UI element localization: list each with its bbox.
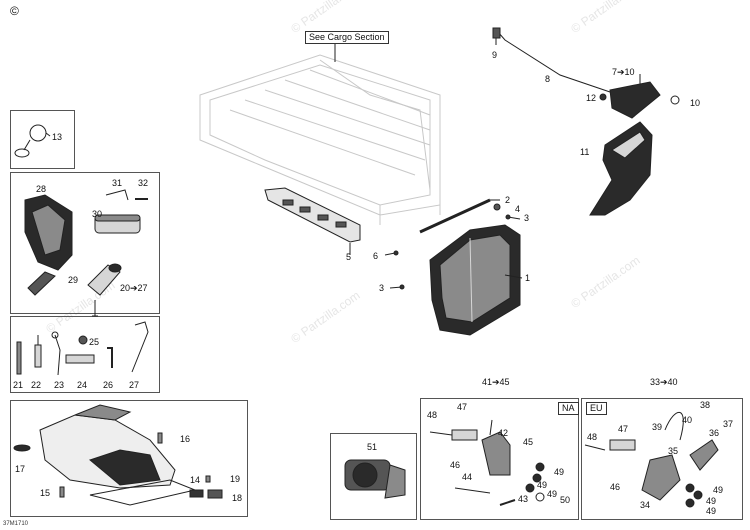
part-label-45[interactable]: 45 [523,437,534,447]
part-label-49[interactable]: 49 [537,480,548,490]
part-label-46[interactable]: 46 [610,482,621,492]
part-label-41-45[interactable]: 41➔45 [482,377,510,387]
part-label-1[interactable]: 1 [525,273,531,283]
part-label-49[interactable]: 49 [547,489,558,499]
part-label-38[interactable]: 38 [700,400,711,410]
part-label-49[interactable]: 49 [554,467,565,477]
part-label-14[interactable]: 14 [190,475,201,485]
part-label-27[interactable]: 27 [129,380,140,390]
part-label-5[interactable]: 5 [346,252,352,262]
inset-hitch-eu [581,398,743,520]
part-label-23[interactable]: 23 [54,380,65,390]
part-label-32[interactable]: 32 [138,178,149,188]
part-label-30[interactable]: 30 [92,209,103,219]
part-label-16[interactable]: 16 [180,434,191,444]
tail-light-part-7 [609,81,661,119]
part-label-49[interactable]: 49 [706,496,717,506]
figure-code: 37M1710 [3,521,29,527]
part-label-6[interactable]: 6 [373,251,379,261]
inset-hitch-na [420,398,579,520]
part-label-21[interactable]: 21 [13,380,24,390]
part-label-37[interactable]: 37 [723,419,734,429]
part-label-11[interactable]: 11 [580,147,590,157]
part-label-50[interactable]: 50 [560,495,571,505]
part-label-47[interactable]: 47 [618,424,629,434]
part-label-47[interactable]: 47 [457,402,468,412]
inset-winch [330,433,417,520]
part-label-9[interactable]: 9 [492,50,498,60]
part-label-28[interactable]: 28 [36,184,47,194]
part-label-43[interactable]: 43 [518,494,529,504]
part-label-36[interactable]: 36 [709,428,720,438]
part-label-24[interactable]: 24 [77,380,88,390]
part-label-42[interactable]: 42 [498,428,509,438]
part-label-10[interactable]: 10 [690,98,701,108]
part-label-3[interactable]: 3 [524,213,530,223]
part-label-25[interactable]: 25 [89,337,100,347]
part-label-34[interactable]: 34 [640,500,651,510]
region-tag-eu: EU [586,402,607,415]
part-label-48[interactable]: 48 [587,432,598,442]
part-label-2[interactable]: 2 [505,195,511,205]
part-label-49[interactable]: 49 [713,485,724,495]
part-label-4[interactable]: 4 [515,204,521,214]
region-tag-na: NA [558,402,579,415]
part-label-40[interactable]: 40 [682,415,693,425]
part-label-18[interactable]: 18 [232,493,243,503]
part-label-31[interactable]: 31 [112,178,123,188]
part-label-17[interactable]: 17 [15,464,26,474]
inset-tool-kit [10,316,160,393]
part-label-49[interactable]: 49 [706,506,717,516]
part-label-46[interactable]: 46 [450,460,461,470]
inset-mirror [10,110,75,169]
part-label-8[interactable]: 8 [545,74,551,84]
part-label-13[interactable]: 13 [52,132,63,142]
see-cargo-section-callout[interactable]: See Cargo Section [305,31,389,44]
part-label-12[interactable]: 12 [586,93,597,103]
part-label-35[interactable]: 35 [668,446,679,456]
inset-storage-bag [10,172,160,314]
part-label-39[interactable]: 39 [652,422,663,432]
part-label-44[interactable]: 44 [462,472,473,482]
part-label-51[interactable]: 51 [367,442,378,452]
part-label-29[interactable]: 29 [68,275,79,285]
copyright-mark: © [10,4,19,18]
part-label-26[interactable]: 26 [103,380,114,390]
side-panel-part-5 [264,187,361,243]
part-label-7-10[interactable]: 7➔10 [612,67,635,77]
part-label-15[interactable]: 15 [40,488,51,498]
part-label-3[interactable]: 3 [379,283,385,293]
part-label-19[interactable]: 19 [230,474,241,484]
part-label-20-27[interactable]: 20➔27 [120,283,148,293]
part-label-22[interactable]: 22 [31,380,42,390]
part-label-33-40[interactable]: 33➔40 [650,377,678,387]
inset-decals [10,400,248,517]
part-label-48[interactable]: 48 [427,410,438,420]
cargo-rack-ghost [199,54,441,216]
